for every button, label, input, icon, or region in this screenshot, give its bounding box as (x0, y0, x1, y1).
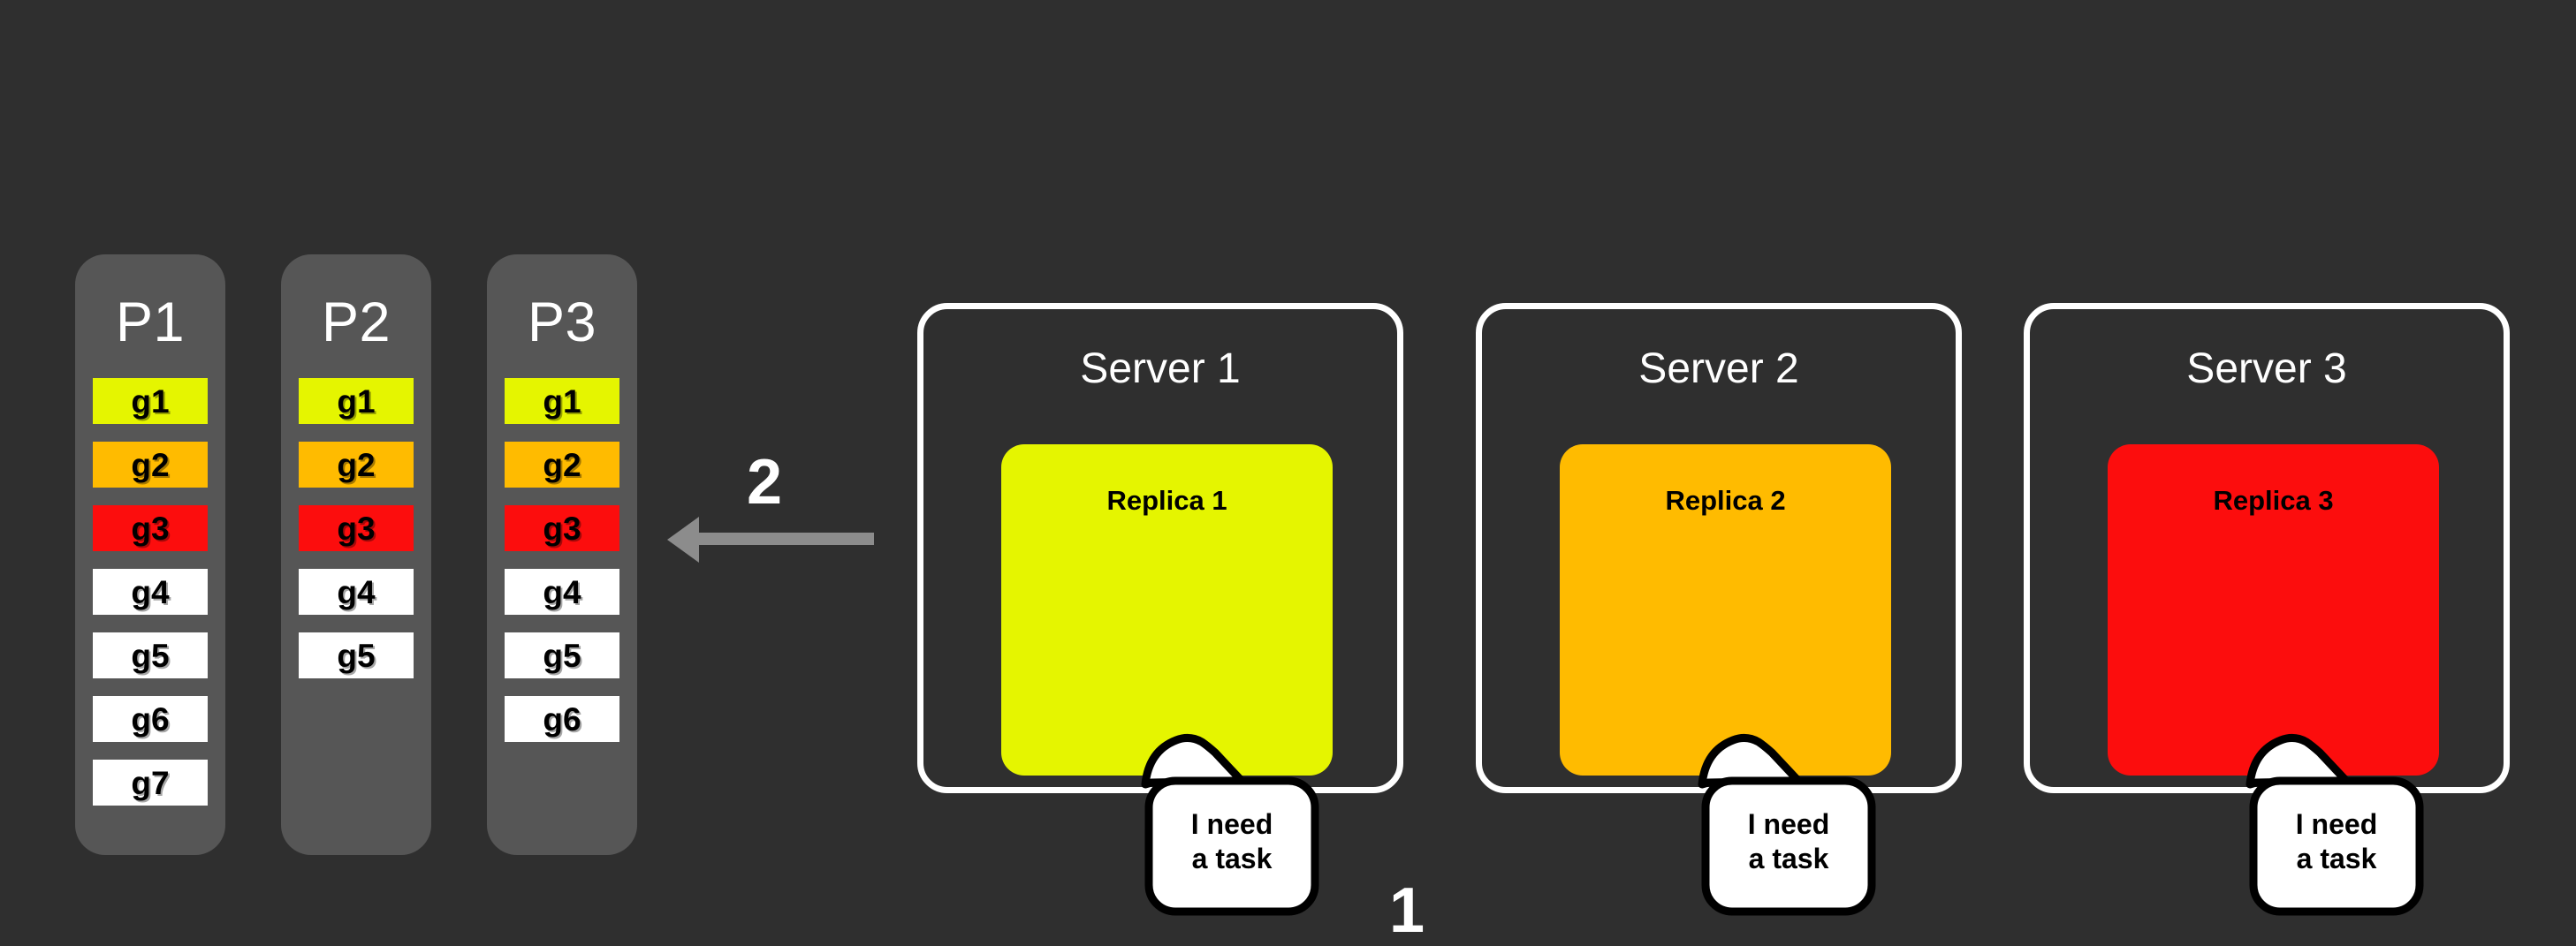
speech-bubble-text-2: I need a task (1747, 808, 1830, 875)
queue-item: g6 (93, 696, 208, 742)
assignment-arrow (667, 517, 874, 563)
arrow-head-left-icon (667, 517, 699, 563)
queue-item: g2 (299, 442, 414, 488)
server-card-2: Server 2 Replica 2 (1476, 303, 1962, 793)
queue-item: g3 (93, 505, 208, 551)
queue-items-p2: g1 g2 g3 g4 g5 (299, 378, 414, 696)
queue-item: g4 (93, 569, 208, 615)
queue-item: g1 (93, 378, 208, 424)
speech-bubble-shape-2 (1698, 733, 1876, 916)
queue-item: g5 (299, 632, 414, 678)
queue-title-p3: P3 (527, 291, 597, 353)
speech-bubble-server-2: I need a task (1698, 733, 1876, 916)
speech-bubble-server-1: I need a task (1141, 733, 1319, 916)
server-title-1: Server 1 (1080, 345, 1241, 392)
queue-title-p1: P1 (115, 291, 186, 353)
queue-item: g2 (93, 442, 208, 488)
speech-bubble-text-1: I need a task (1190, 808, 1273, 875)
queue-items-p3: g1 g2 g3 g4 g5 g6 (505, 378, 619, 760)
server-card-1: Server 1 Replica 1 (917, 303, 1403, 793)
queue-item: g3 (505, 505, 619, 551)
queue-column-p3: P3 g1 g2 g3 g4 g5 g6 (487, 254, 637, 855)
queue-item: g7 (93, 760, 208, 806)
server-title-3: Server 3 (2186, 345, 2347, 392)
speech-bubble-shape-3 (2245, 733, 2424, 916)
queue-item: g4 (505, 569, 619, 615)
queue-item: g2 (505, 442, 619, 488)
queue-items-p1: g1 g2 g3 g4 g5 g6 g7 (93, 378, 208, 823)
queue-column-p2: P2 g1 g2 g3 g4 g5 (281, 254, 431, 855)
replica-box-2: Replica 2 (1560, 444, 1891, 776)
speech-bubble-shape-1 (1141, 733, 1319, 916)
queue-item: g5 (93, 632, 208, 678)
server-title-2: Server 2 (1638, 345, 1799, 392)
queue-title-p2: P2 (321, 291, 391, 353)
queue-item: g1 (299, 378, 414, 424)
speech-bubble-text-3: I need a task (2295, 808, 2378, 875)
queue-item: g1 (505, 378, 619, 424)
arrow-shaft (697, 533, 874, 545)
step-1-label: 1 (1389, 875, 1425, 946)
queue-item: g4 (299, 569, 414, 615)
replica-label-1: Replica 1 (1106, 485, 1227, 516)
queue-item: g5 (505, 632, 619, 678)
replica-label-3: Replica 3 (2213, 485, 2334, 516)
replica-box-1: Replica 1 (1001, 444, 1333, 776)
queue-item: g3 (299, 505, 414, 551)
speech-bubble-server-3: I need a task (2245, 733, 2424, 916)
replica-box-3: Replica 3 (2108, 444, 2439, 776)
step-2-label: 2 (747, 447, 783, 518)
replica-label-2: Replica 2 (1665, 485, 1786, 516)
queue-column-p1: P1 g1 g2 g3 g4 g5 g6 g7 (75, 254, 225, 855)
queue-item: g6 (505, 696, 619, 742)
server-card-3: Server 3 Replica 3 (2024, 303, 2510, 793)
